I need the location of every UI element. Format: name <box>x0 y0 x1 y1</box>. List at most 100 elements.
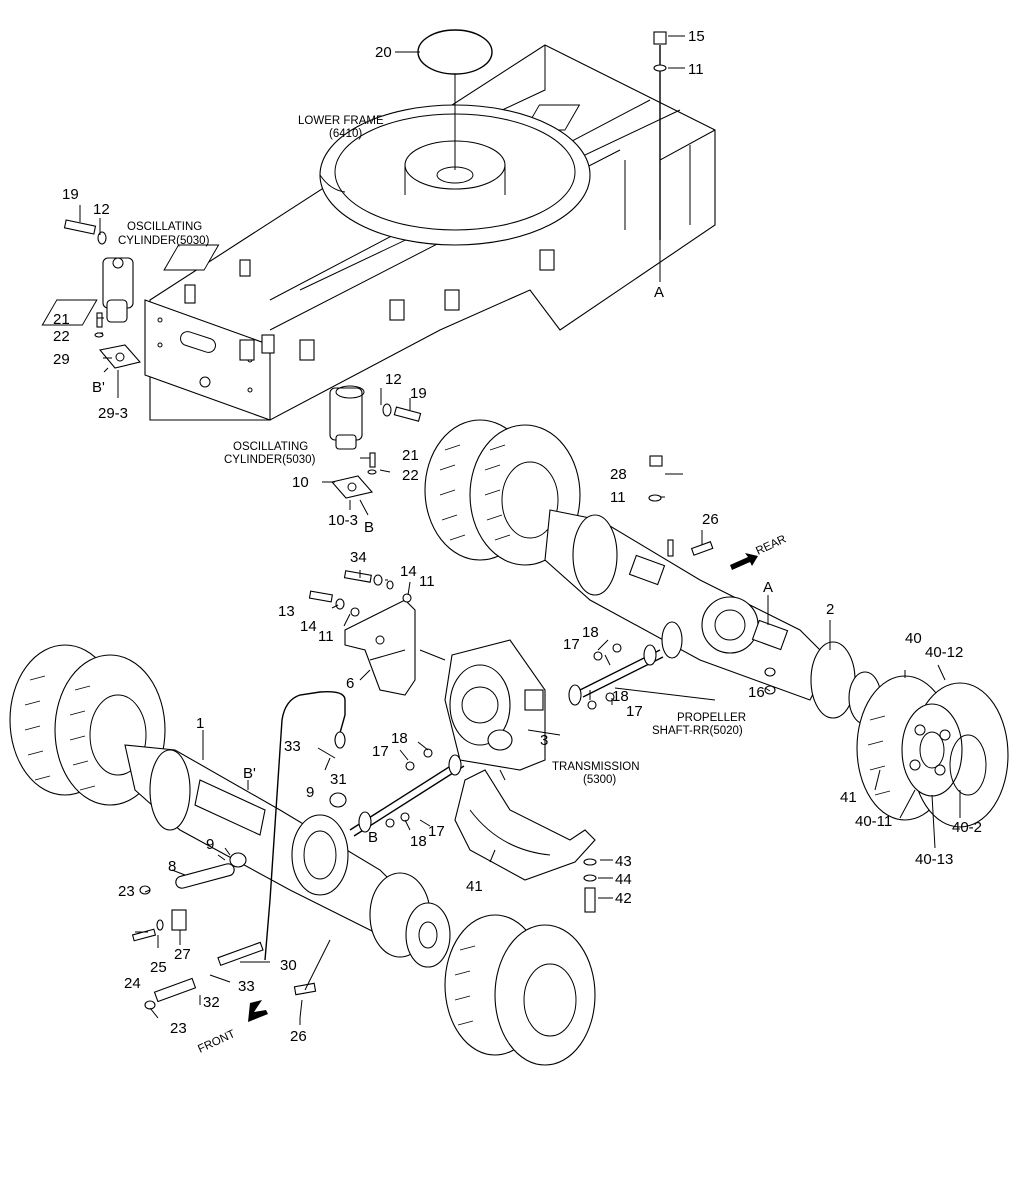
caption-osc-cylinder-a: OSCILLATING <box>127 221 202 233</box>
label-20: 20 <box>375 44 392 61</box>
propeller-shaft-rear <box>568 644 664 706</box>
label-B-prime-1: B' <box>92 379 105 396</box>
label-2: 2 <box>826 601 834 618</box>
oscillating-cylinder-a <box>98 257 142 369</box>
label-10-3: 10-3 <box>328 512 358 529</box>
label-1: 1 <box>196 715 204 732</box>
front-axle <box>9 644 596 1066</box>
label-23a: 23 <box>118 883 135 900</box>
label-30: 30 <box>280 957 297 974</box>
front-fasteners <box>131 455 776 1010</box>
label-40-13: 40-13 <box>915 851 953 868</box>
label-24: 24 <box>124 975 141 992</box>
guard-plate <box>454 769 596 881</box>
label-19b: 19 <box>410 385 427 402</box>
label-40-11: 40-11 <box>855 813 892 830</box>
label-11b: 11 <box>610 489 626 506</box>
label-23b: 23 <box>170 1020 187 1037</box>
label-11d: 11 <box>318 628 334 645</box>
label-40: 40 <box>905 630 922 647</box>
label-22b: 22 <box>402 467 419 484</box>
label-29-3: 29-3 <box>98 405 128 422</box>
label-15: 15 <box>688 28 705 45</box>
label-17b: 17 <box>626 703 643 720</box>
label-18c: 18 <box>391 730 408 747</box>
label-42: 42 <box>615 890 632 907</box>
callout-ellipse <box>417 29 493 75</box>
label-6: 6 <box>346 675 354 692</box>
label-29: 29 <box>53 351 70 368</box>
caption-lower-frame: LOWER FRAME <box>298 115 384 127</box>
label-26a: 26 <box>702 511 719 528</box>
caption-transmission-code: (5300) <box>583 774 616 786</box>
direction-arrows <box>248 553 758 1022</box>
label-16: 16 <box>748 684 765 701</box>
label-14b: 14 <box>300 618 317 635</box>
label-17d: 17 <box>428 823 445 840</box>
rear-axle <box>424 419 882 725</box>
part-number-labels: 20 15 11 A 19 12 21 22 29 B' 29-3 12 19 … <box>53 28 982 1045</box>
label-33b: 33 <box>238 978 255 995</box>
label-A2: A <box>763 579 773 596</box>
label-12a: 12 <box>93 201 110 218</box>
label-9b: 9 <box>206 836 214 853</box>
label-A1: A <box>654 284 664 301</box>
caption-propeller-shaft-code: SHAFT-RR(5020) <box>652 725 743 737</box>
label-B4: B <box>368 829 378 846</box>
label-25: 25 <box>150 959 167 976</box>
label-41a: 41 <box>840 789 857 806</box>
label-19a: 19 <box>62 186 79 203</box>
label-40-2: 40-2 <box>952 819 982 836</box>
caption-front: FRONT <box>196 1028 237 1056</box>
label-18b: 18 <box>612 688 629 705</box>
caption-osc-cylinder-b: OSCILLATING <box>233 441 308 453</box>
label-26b: 26 <box>290 1028 307 1045</box>
label-21b: 21 <box>402 447 419 464</box>
label-40-12: 40-12 <box>925 644 963 661</box>
caption-transmission: TRANSMISSION <box>552 761 640 773</box>
label-44: 44 <box>615 871 632 888</box>
label-17c: 17 <box>372 743 389 760</box>
label-21a: 21 <box>53 311 70 328</box>
rear-arrow-icon <box>730 553 758 570</box>
label-11c: 11 <box>419 573 435 590</box>
label-31: 31 <box>330 771 347 788</box>
transmission <box>444 639 546 771</box>
label-10: 10 <box>292 474 309 491</box>
oscillating-cylinder-b <box>329 385 374 499</box>
label-B2: B <box>364 519 374 536</box>
label-9a: 9 <box>306 784 314 801</box>
label-8: 8 <box>168 858 176 875</box>
label-32: 32 <box>203 994 220 1011</box>
upper-fasteners <box>63 31 667 475</box>
caption-rear: REAR <box>754 533 788 557</box>
rear-right-wheel <box>856 675 1009 828</box>
label-18d: 18 <box>410 833 427 850</box>
label-3: 3 <box>540 732 548 749</box>
caption-osc-cylinder-a-code: CYLINDER(5030) <box>118 235 210 247</box>
label-18a: 18 <box>582 624 599 641</box>
caption-osc-cylinder-b-code: CYLINDER(5030) <box>224 454 316 466</box>
label-13: 13 <box>278 603 295 620</box>
label-43: 43 <box>615 853 632 870</box>
brake-hose <box>217 690 346 966</box>
leader-lines <box>79 29 961 1025</box>
label-12b: 12 <box>385 371 402 388</box>
label-34: 34 <box>350 549 367 566</box>
label-B-prime-3: B' <box>243 765 256 782</box>
caption-propeller-shaft: PROPELLER <box>677 712 746 724</box>
label-14a: 14 <box>400 563 417 580</box>
label-27: 27 <box>174 946 191 963</box>
label-11a: 11 <box>688 61 704 78</box>
front-arrow-icon <box>248 1000 268 1022</box>
caption-lower-frame-code: (6410) <box>329 128 362 140</box>
label-17a: 17 <box>563 636 580 653</box>
label-33a: 33 <box>284 738 301 755</box>
propeller-shaft-front <box>349 754 465 837</box>
lower-frame <box>41 44 716 421</box>
mount-bracket <box>344 599 416 696</box>
label-28: 28 <box>610 466 627 483</box>
label-22a: 22 <box>53 328 70 345</box>
label-41b: 41 <box>466 878 483 895</box>
